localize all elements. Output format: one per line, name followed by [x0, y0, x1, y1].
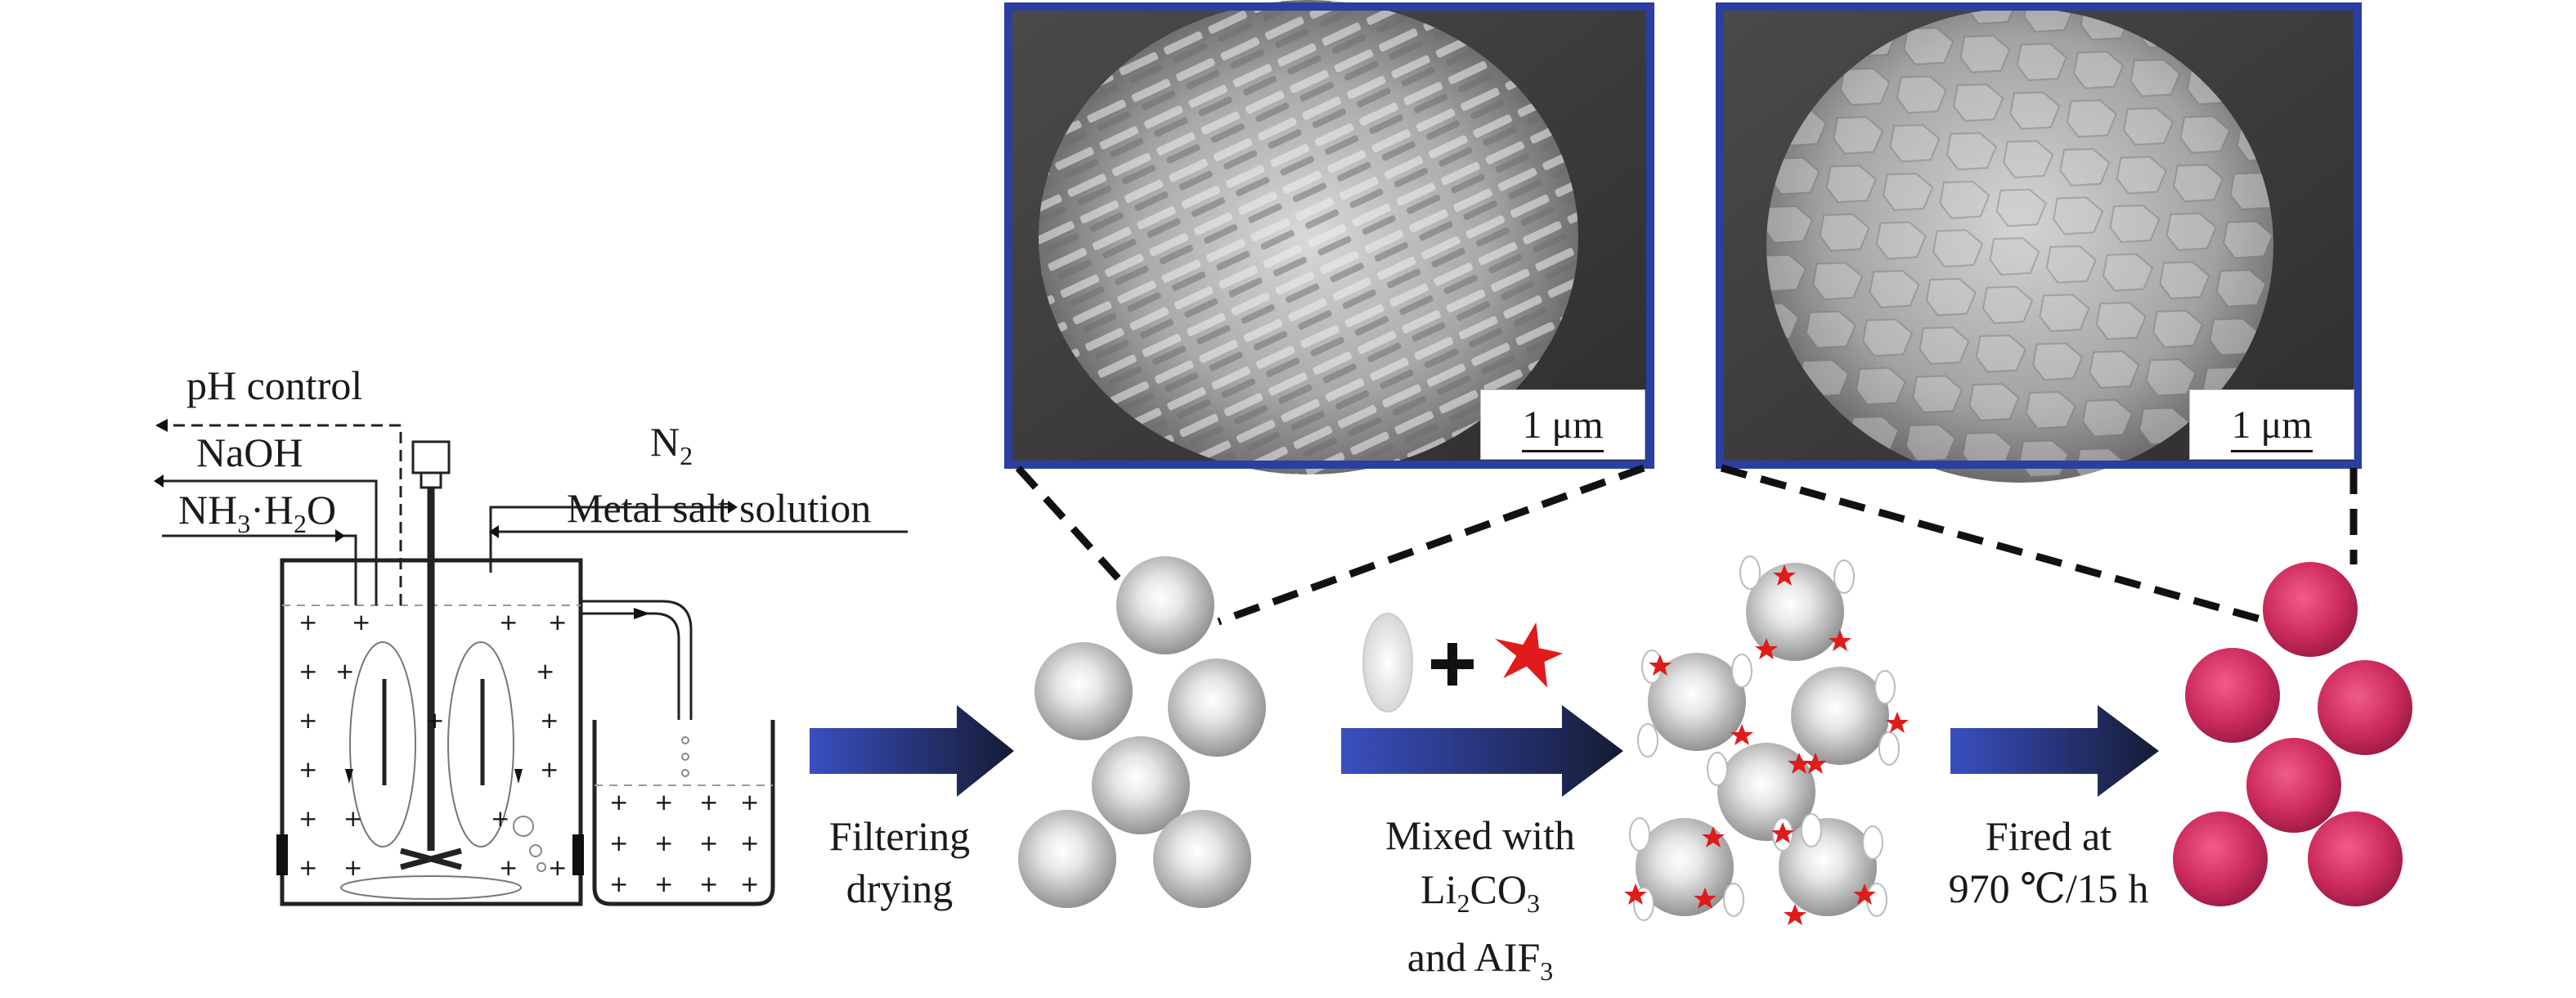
svg-text:+: +: [343, 805, 362, 832]
svg-text:+: +: [609, 829, 628, 856]
svg-text:+: +: [654, 870, 673, 897]
diagram-graphics: + + + + + + + + + + + + + + + + + + + + + + + + + + + + + + +: [154, 0, 2412, 925]
zoom-connectors: [1015, 464, 2358, 626]
sem-right-scale-label: 1 μm: [2231, 402, 2313, 452]
svg-text:+: +: [654, 789, 673, 816]
reactor-solution-particles: + + + + + + + + + + + + + + + + + + + + + + + + + + + + + + +: [298, 609, 759, 897]
filtering-drying-label: Filtering drying: [801, 810, 998, 915]
reactor: [154, 419, 908, 906]
ph-control-label: pH control: [186, 362, 363, 408]
svg-text:+: +: [491, 805, 509, 832]
process-arrows: [810, 705, 2159, 797]
drying-line: drying: [846, 865, 954, 911]
arrow-firing: [1950, 705, 2159, 797]
filtering-line: Filtering: [828, 813, 971, 859]
svg-text:+: +: [609, 789, 628, 816]
metal-salt-label: Metal salt solution: [567, 485, 872, 531]
svg-text:+: +: [699, 870, 718, 897]
sem-image-left: [1004, 0, 1654, 474]
firing-label: Fired at 970 ℃/15 h: [1926, 810, 2171, 915]
precursor-spheres: [1018, 556, 1266, 908]
sem-left-scale-label: 1 μm: [1522, 402, 1604, 452]
svg-text:+: +: [298, 609, 317, 636]
sem-image-right: [1716, 2, 2362, 483]
svg-text:+: +: [352, 609, 370, 636]
svg-text:+: +: [499, 609, 518, 636]
svg-text:+: +: [425, 707, 444, 734]
svg-text:+: +: [540, 707, 559, 734]
mixed-with-line: Mixed with: [1385, 812, 1575, 858]
svg-text:+: +: [548, 609, 567, 636]
li2co3-symbol: [1362, 613, 1413, 713]
svg-text:+: +: [699, 829, 718, 856]
sem-left-scale-bar: 1 μm: [1480, 389, 1645, 460]
svg-text:+: +: [298, 658, 317, 685]
svg-text:+: +: [654, 829, 673, 856]
coated-spheres: [1624, 555, 1909, 925]
svg-text:+: +: [499, 854, 518, 881]
fired-at-line: Fired at: [1985, 813, 2112, 859]
svg-text:+: +: [298, 805, 317, 832]
svg-text:+: +: [298, 854, 317, 881]
svg-text:+: +: [548, 854, 567, 881]
svg-text:+: +: [298, 756, 317, 783]
mixing-label: Mixed with Li2CO3 and AIF3: [1325, 808, 1636, 998]
arrow-filtering: [810, 705, 1014, 797]
svg-text:+: +: [343, 854, 362, 881]
n2-label: N2: [650, 419, 693, 470]
svg-text:+: +: [335, 658, 354, 685]
synthesis-diagram: + + + + + + + + + + + + + + + + + + + + + + + + + + + + + + +: [154, 0, 2412, 986]
alf3-line: and AIF3: [1407, 934, 1554, 986]
fired-spheres: [2173, 562, 2412, 906]
svg-text:+: +: [536, 658, 554, 685]
additives-symbol: [1362, 613, 1564, 713]
svg-text:+: +: [540, 756, 559, 783]
svg-text:+: +: [740, 870, 759, 897]
li2co3-line: Li2CO3: [1420, 866, 1540, 918]
svg-text:+: +: [740, 789, 759, 816]
alf3-symbol: [1495, 622, 1564, 688]
svg-text:+: +: [609, 870, 628, 897]
nh3-h2o-label: NH3·H2O: [178, 487, 337, 538]
sem-right-scale-bar: 1 μm: [2189, 389, 2354, 460]
svg-text:+: +: [699, 789, 718, 816]
firing-conditions-line: 970 ℃/15 h: [1948, 865, 2149, 911]
svg-text:+: +: [740, 829, 759, 856]
svg-text:+: +: [298, 707, 317, 734]
arrow-mixing: [1341, 705, 1623, 797]
naoh-label: NaOH: [196, 429, 303, 475]
